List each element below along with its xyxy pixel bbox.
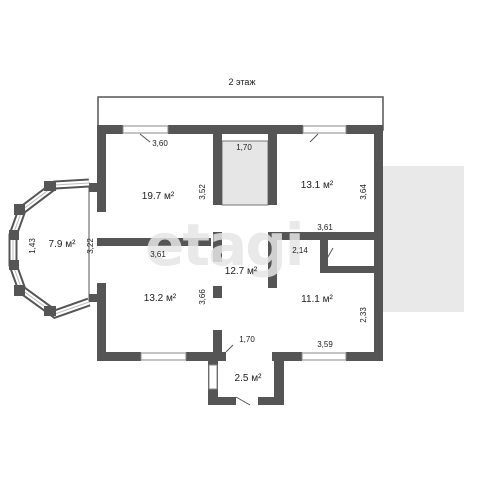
room-area-19-7: 19.7 м² [142,191,175,202]
room-area-13-1: 13.1 м² [301,180,334,191]
dim-right-room-height: 3,64 [359,184,368,200]
room-area-2-5: 2.5 м² [235,373,263,384]
room-area-11-1: 11.1 м² [301,294,333,305]
dim-small-room: 2,14 [292,246,308,255]
room-area-13-2: 13.2 м² [144,293,177,304]
dim-bottom-right-height: 2,33 [359,307,368,323]
dim-bottom-left-height: 3,66 [198,289,207,305]
dim-bottom-corridor: 1,70 [239,335,255,344]
windows [122,125,347,390]
room-area-12-7: 12.7 м² [225,266,258,277]
stair-block [221,140,269,206]
room-area-7-9: 7.9 м² [49,239,77,250]
dim-middle-width-right: 3,61 [317,223,333,232]
dim-top-left-width: 3,60 [152,139,168,148]
dim-bay-side: 1,43 [28,238,37,254]
dim-bay-height: 3,22 [86,238,95,254]
dim-middle-width-left: 3,61 [150,250,166,259]
door-swings [139,133,334,406]
dim-bottom-right-width: 3,59 [317,340,333,349]
watermark: etagi [145,211,303,279]
dim-left-room-height: 3,52 [198,184,207,200]
floor-title: 2 этаж [229,77,256,87]
terrace [383,166,464,312]
dim-stair-width: 1,70 [236,143,252,152]
bay-window [8,178,91,320]
